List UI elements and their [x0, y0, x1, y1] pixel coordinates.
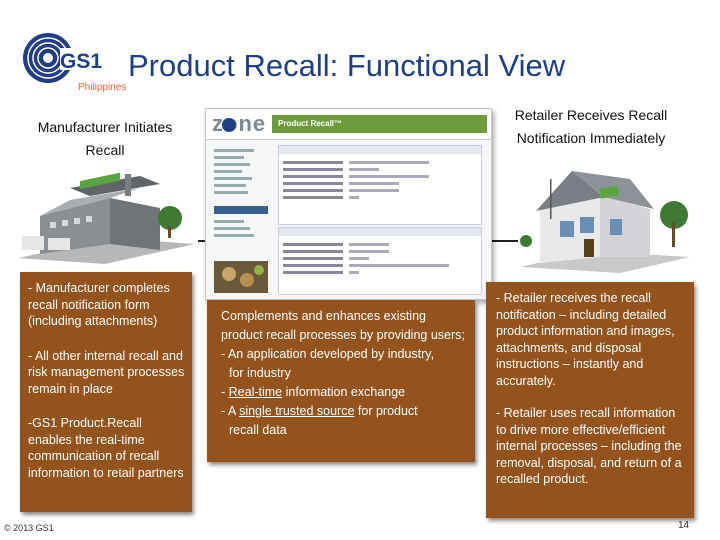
page-number: 14	[678, 520, 690, 531]
arrow-connector-right	[492, 240, 518, 242]
benefits-bullet-2: - Real-time information exchange	[221, 385, 406, 399]
benefits-intro: Complements and enhances existing produc…	[221, 309, 465, 342]
retailer-bullet-1: - Retailer receives the recall notificat…	[496, 291, 675, 388]
manufacturer-bullet-3: -GS1 Product.Recall enables the real-tim…	[28, 416, 184, 480]
logo-subtext: Philippines	[78, 82, 126, 92]
app-tab-product-recall[interactable]: Product Recall™	[272, 115, 487, 133]
logo-text: GS1	[60, 50, 102, 73]
gs1-logo: GS1 Philippines	[20, 28, 138, 93]
copyright: © 2013 GS1	[4, 523, 54, 533]
app-sidebar-menu	[214, 145, 268, 265]
app-screenshot: zone Product Recall™	[205, 108, 492, 300]
benefits-bullet-1-cont: for industry	[229, 366, 291, 380]
product-thumbnail	[214, 261, 268, 293]
benefits-bullet-1: - An application developed by industry,	[221, 347, 435, 361]
manufacturer-bullet-2: - All other internal recall and risk man…	[28, 348, 185, 396]
benefits-info-box: Complements and enhances existing produc…	[207, 300, 475, 462]
retail-store-illustration	[500, 165, 695, 273]
factory-illustration	[10, 158, 200, 264]
retailer-label: Retailer Receives Recall Notification Im…	[514, 107, 668, 146]
benefits-bullet-3-cont: recall data	[229, 423, 287, 437]
retailer-info-box: - Retailer receives the recall notificat…	[486, 282, 694, 518]
app-recall-info-panel	[278, 227, 482, 295]
manufacturer-info-box: - Manufacturer completes recall notifica…	[20, 272, 192, 512]
app-status-panel	[278, 145, 482, 225]
benefits-bullet-3: - A single trusted source for product	[221, 404, 418, 418]
manufacturer-bullet-1: - Manufacturer completes recall notifica…	[28, 281, 170, 328]
app-brand: zone	[212, 111, 267, 136]
retailer-bullet-2: - Retailer uses recall information to dr…	[496, 406, 682, 486]
app-header: zone Product Recall™	[206, 109, 491, 140]
page-title: Product Recall: Functional View	[128, 48, 566, 83]
app-brand-icon	[222, 118, 236, 132]
manufacturer-label: Manufacturer Initiates Recall	[37, 119, 173, 158]
